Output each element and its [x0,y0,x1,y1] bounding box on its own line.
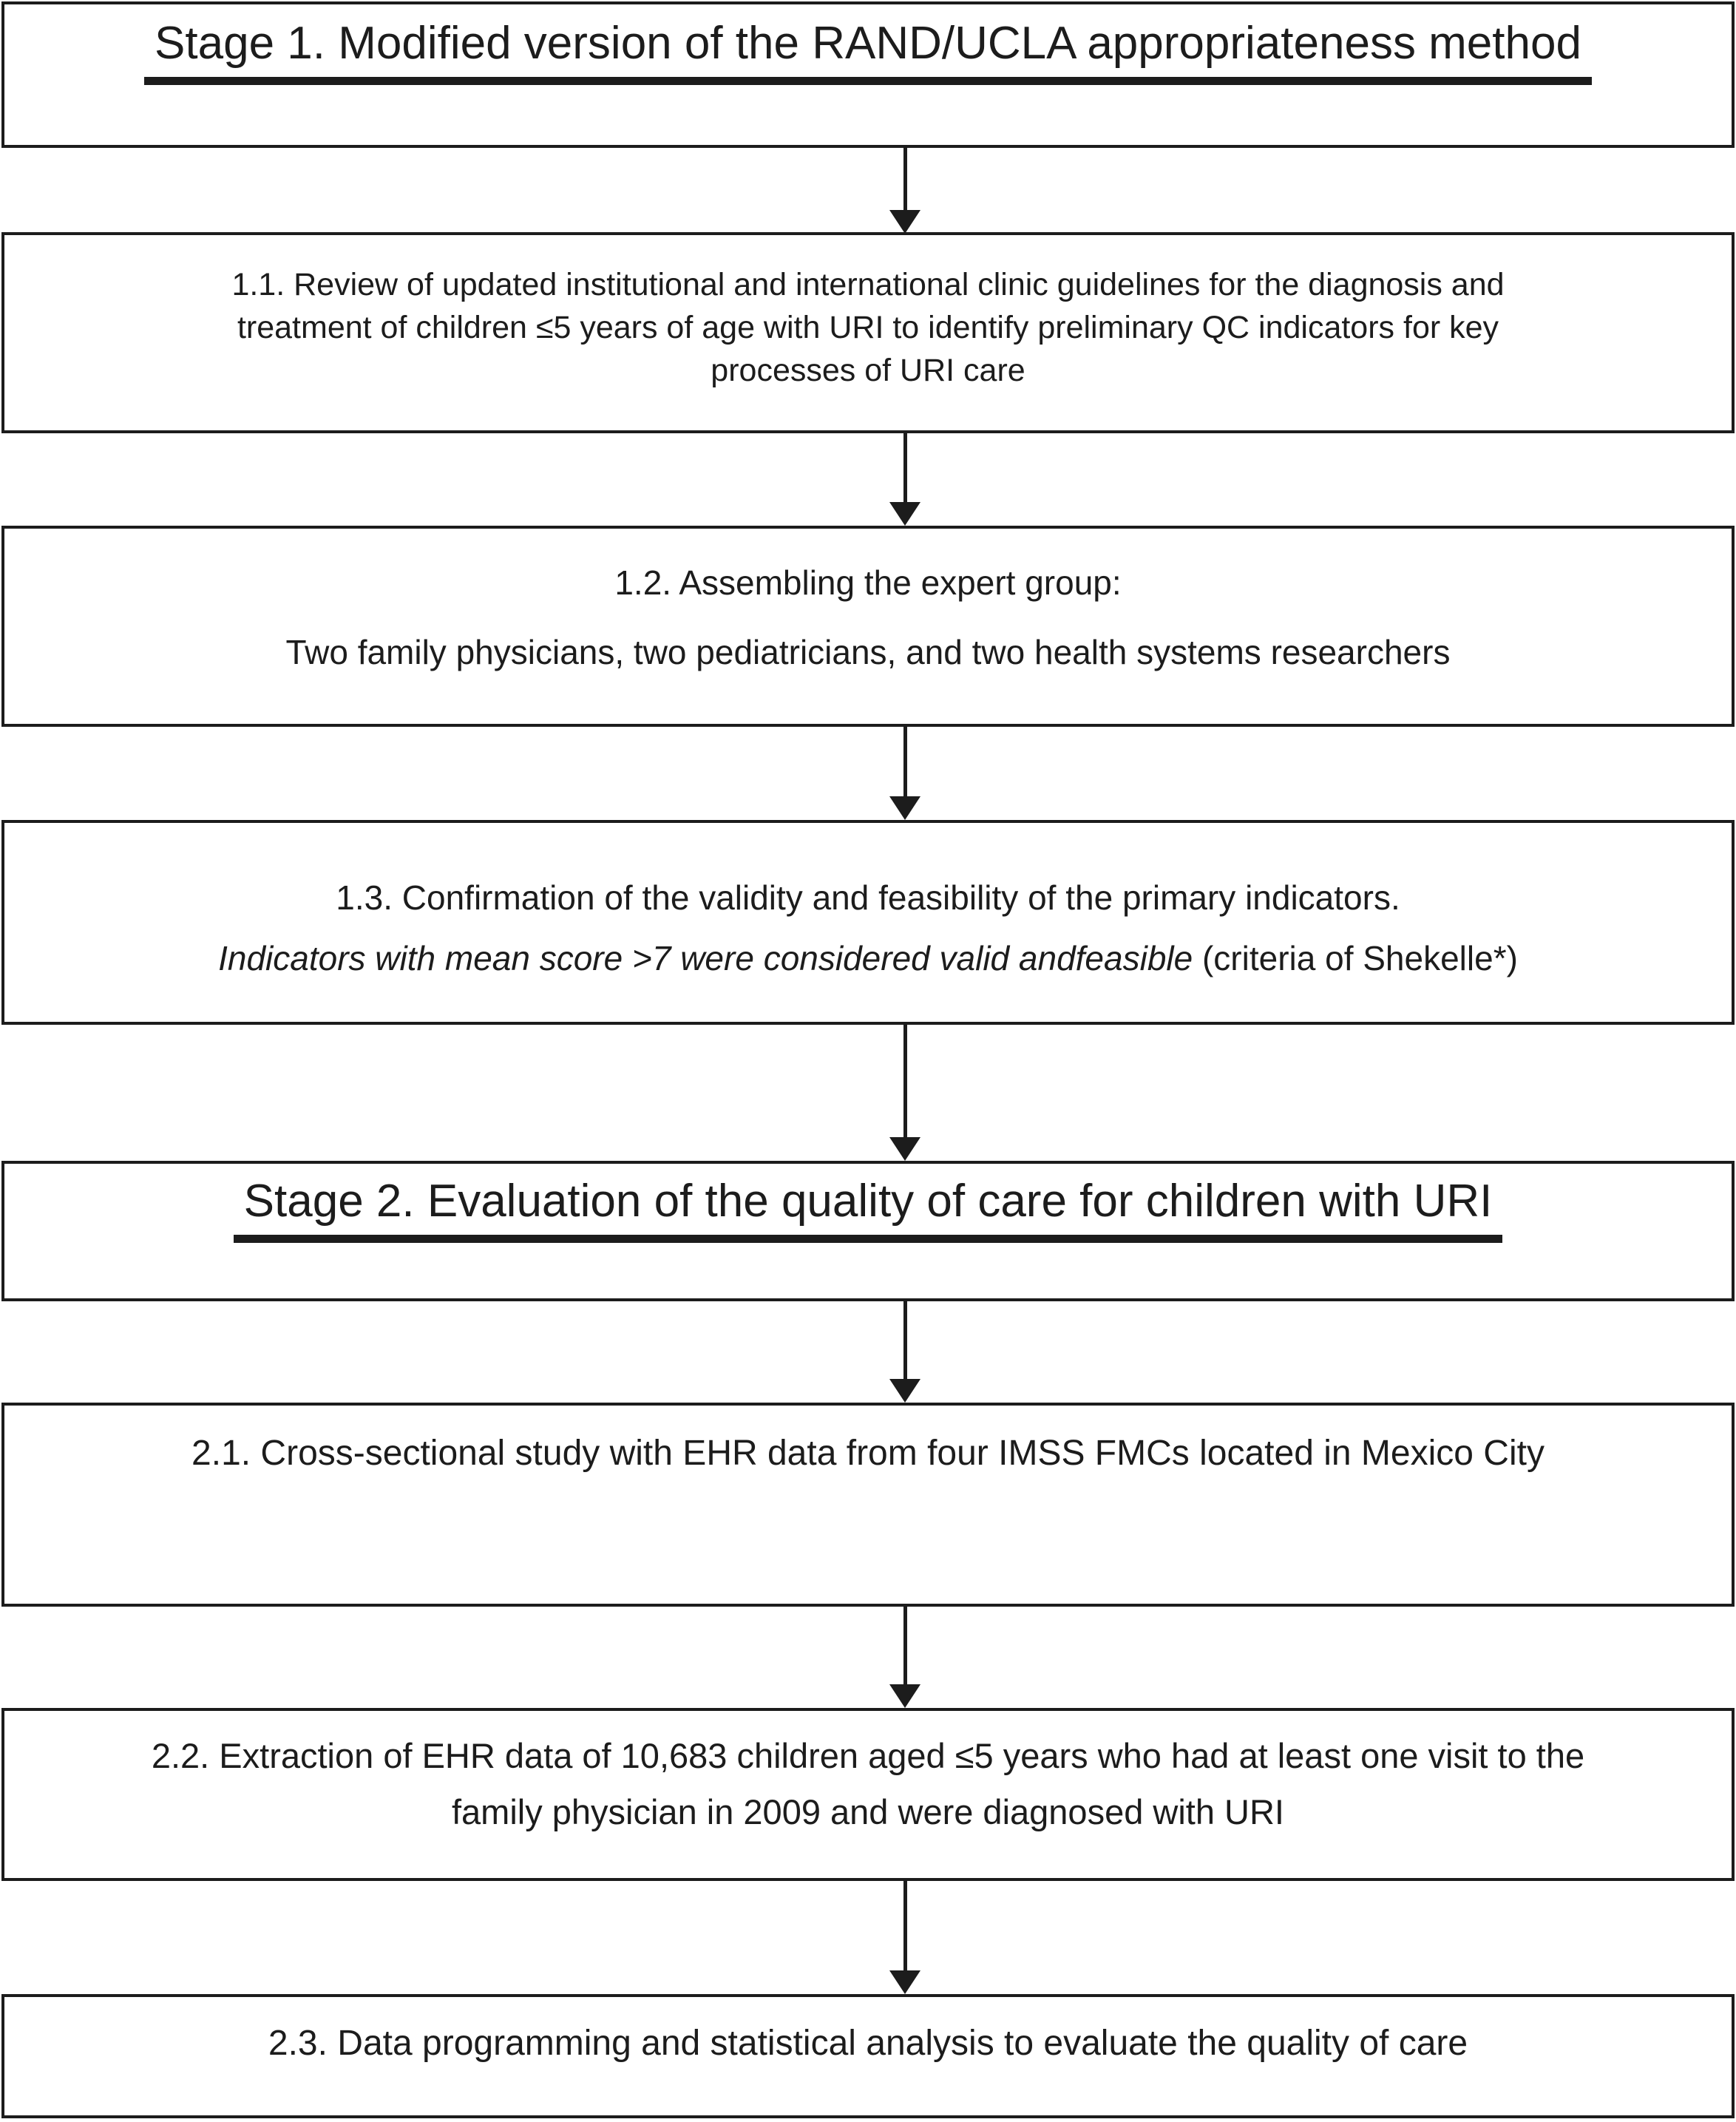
arrow-shaft [903,1881,907,1970]
step1-3-criteria-italic: Indicators with mean score >7 were consi… [218,939,1193,977]
step1-3-criteria-plain: (criteria of Shekelle*) [1193,939,1518,977]
step2-1-line: 2.1. Cross-sectional study with EHR data… [191,1434,1545,1473]
stage1-title: Stage 1. Modified version of the RAND/UC… [144,16,1592,85]
arrow-shaft [903,1025,907,1137]
stage2-title: Stage 2. Evaluation of the quality of ca… [233,1174,1503,1243]
stage1-box: Stage 1. Modified version of the RAND/UC… [1,1,1735,148]
arrow-down-icon [889,796,920,820]
step2-1-box: 2.1. Cross-sectional study with EHR data… [1,1403,1735,1607]
step1-1-line: processes of URI care [711,353,1025,388]
arrow-down-icon [889,1684,920,1708]
step2-3-line: 2.3. Data programming and statistical an… [268,2024,1468,2063]
arrow-down-icon [889,1970,920,1994]
connector-arrow-2 [889,433,921,526]
arrow-shaft [903,148,907,210]
arrow-shaft [903,1607,907,1684]
arrow-shaft [903,433,907,502]
arrow-down-icon [889,1137,920,1161]
connector-arrow-3 [889,727,921,820]
arrow-down-icon [889,1379,920,1403]
connector-arrow-1 [889,148,921,234]
connector-arrow-7 [889,1881,921,1994]
arrow-down-icon [889,210,920,234]
step1-3-box: 1.3. Confirmation of the validity and fe… [1,820,1735,1025]
step1-2-detail: Two family physicians, two pediatricians… [285,633,1451,671]
arrow-down-icon [889,502,920,526]
stage2-box: Stage 2. Evaluation of the quality of ca… [1,1161,1735,1301]
step1-3-criteria: Indicators with mean score >7 were consi… [4,937,1732,980]
arrow-shaft [903,1301,907,1379]
arrow-shaft [903,727,907,796]
connector-arrow-4 [889,1025,921,1161]
step2-2-box: 2.2. Extraction of EHR data of 10,683 ch… [1,1708,1735,1881]
step2-2-line: 2.2. Extraction of EHR data of 10,683 ch… [151,1736,1585,1775]
step1-1-line: 1.1. Review of updated institutional and… [231,267,1505,302]
connector-arrow-6 [889,1607,921,1708]
step2-3-box: 2.3. Data programming and statistical an… [1,1994,1735,2118]
step1-1-line: treatment of children ≤5 years of age wi… [237,310,1499,345]
step1-2-box: 1.2. Assembling the expert group: Two fa… [1,526,1735,727]
step1-2-heading: 1.2. Assembling the expert group: [614,563,1122,602]
step2-2-line: family physician in 2009 and were diagno… [451,1792,1284,1831]
step1-1-box: 1.1. Review of updated institutional and… [1,232,1735,433]
connector-arrow-5 [889,1301,921,1403]
step1-3-heading: 1.3. Confirmation of the validity and fe… [336,878,1400,917]
